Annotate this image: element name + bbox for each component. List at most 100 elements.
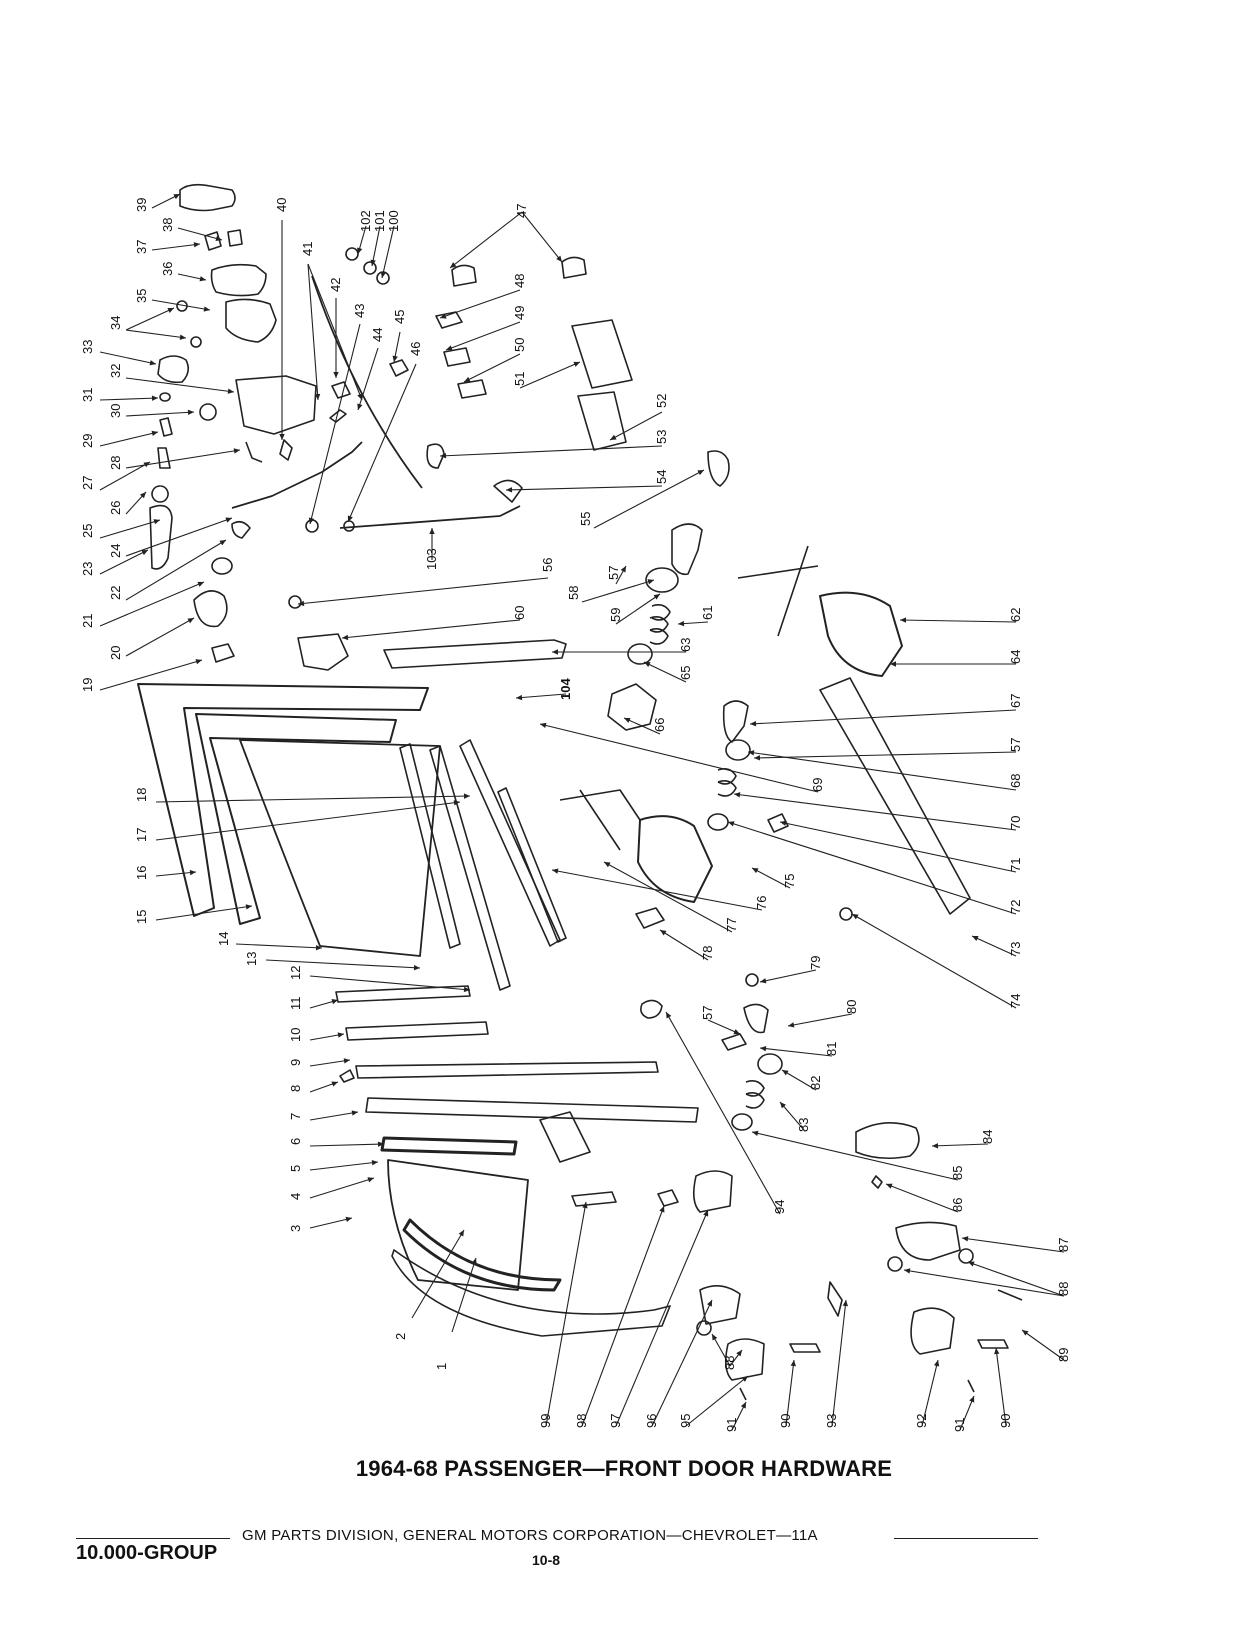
leader-line [125, 539, 227, 601]
leader-line [347, 363, 417, 523]
leader-arrowhead [752, 868, 759, 874]
leader-arrowhead [706, 1300, 712, 1307]
callout-4: 4 [288, 1193, 303, 1200]
leader-line [959, 1395, 975, 1431]
leader-line [751, 867, 791, 889]
callout-52: 52 [654, 394, 669, 408]
leader-arrowhead [760, 1045, 767, 1052]
leader-line [971, 935, 1017, 957]
callout-25: 25 [80, 524, 95, 538]
page-number: 10-8 [532, 1552, 561, 1568]
leader-line [125, 449, 241, 469]
leader-arrowhead [573, 361, 580, 367]
callout-42: 42 [328, 278, 343, 292]
callout-74: 74 [1008, 994, 1023, 1008]
leader-arrowhead [728, 821, 735, 827]
callout-16: 16 [134, 866, 149, 880]
leader-arrowhead [331, 999, 338, 1005]
leader-line [155, 795, 471, 803]
footer-rule-left [76, 1538, 230, 1539]
leader-line [581, 579, 655, 603]
callout-49: 49 [512, 306, 527, 320]
leader-line [99, 519, 161, 539]
callout-90b: 90 [998, 1414, 1013, 1428]
leader-line [515, 693, 567, 699]
leader-line [449, 211, 523, 269]
callout-21: 21 [80, 614, 95, 628]
leader-line [381, 225, 395, 279]
leader-arrowhead [370, 259, 376, 266]
leader-line [1021, 1329, 1065, 1361]
part-drawings [137, 183, 1023, 1401]
leader-arrowhead [516, 694, 523, 701]
callout-41: 41 [300, 242, 315, 256]
callout-70: 70 [1008, 816, 1023, 830]
leader-arrowhead [780, 820, 787, 826]
callout-96: 96 [644, 1414, 659, 1428]
leader-arrowhead [463, 793, 470, 799]
leader-arrowhead [219, 540, 226, 546]
leader-arrowhead [315, 945, 322, 951]
callout-56: 56 [540, 558, 555, 572]
leader-line [779, 1101, 805, 1131]
callout-28: 28 [108, 456, 123, 470]
leader-line [747, 751, 1017, 791]
callout-57c: 57 [700, 1006, 715, 1020]
callout-36: 36 [160, 262, 175, 276]
callout-30: 30 [108, 404, 123, 418]
callout-102: 102 [358, 210, 373, 232]
leader-arrowhead [458, 1230, 464, 1237]
callout-63: 63 [678, 638, 693, 652]
callout-17: 17 [134, 828, 149, 842]
leader-arrowhead [754, 755, 761, 761]
leader-line [711, 1333, 731, 1367]
leader-line [651, 1299, 713, 1427]
callout-84: 84 [980, 1130, 995, 1144]
leader-line [265, 959, 421, 969]
leader-arrowhead [151, 395, 158, 401]
leader-line [519, 361, 581, 389]
leader-line [451, 1257, 477, 1333]
leader-arrowhead [199, 276, 206, 282]
leader-line [309, 1217, 353, 1229]
leader-line [603, 861, 733, 933]
callout-19: 19 [80, 678, 95, 692]
callout-75: 75 [782, 874, 797, 888]
callout-47: 47 [514, 204, 529, 218]
leader-arrowhead [1022, 1330, 1029, 1336]
callout-5: 5 [288, 1165, 303, 1172]
leader-line [99, 397, 159, 401]
leader-line [125, 517, 233, 557]
callout-43: 43 [352, 304, 367, 318]
leader-line [125, 411, 195, 417]
leader-arrowhead [660, 930, 667, 936]
callout-76: 76 [754, 896, 769, 910]
leader-arrowhead [371, 1160, 378, 1166]
leader-arrowhead [644, 662, 651, 668]
leader-line [439, 445, 663, 457]
callout-82: 82 [808, 1076, 823, 1090]
leader-arrowhead [962, 1236, 969, 1242]
callout-94: 94 [772, 1200, 787, 1214]
leader-line [623, 717, 661, 735]
callout-66: 66 [652, 718, 667, 732]
leader-line [155, 871, 197, 877]
callout-88: 88 [1056, 1282, 1071, 1296]
leader-arrowhead [193, 242, 200, 248]
callout-24: 24 [108, 544, 123, 558]
leader-arrowhead [377, 1141, 384, 1147]
leader-arrowhead [582, 1202, 588, 1209]
leader-arrowhead [463, 986, 470, 993]
callout-13: 13 [244, 952, 259, 966]
callout-2: 2 [393, 1333, 408, 1340]
leader-arrowhead [197, 581, 204, 587]
callout-46: 46 [408, 342, 423, 356]
leader-arrowhead [647, 579, 654, 585]
leader-arrowhead [659, 1206, 665, 1213]
leader-arrowhead [314, 393, 321, 400]
footer-group: 10.000-GROUP [76, 1542, 218, 1564]
leader-arrowhead [740, 1402, 746, 1409]
leader-arrowhead [357, 247, 363, 254]
leader-arrowhead [149, 360, 156, 366]
leader-line [545, 1201, 587, 1427]
